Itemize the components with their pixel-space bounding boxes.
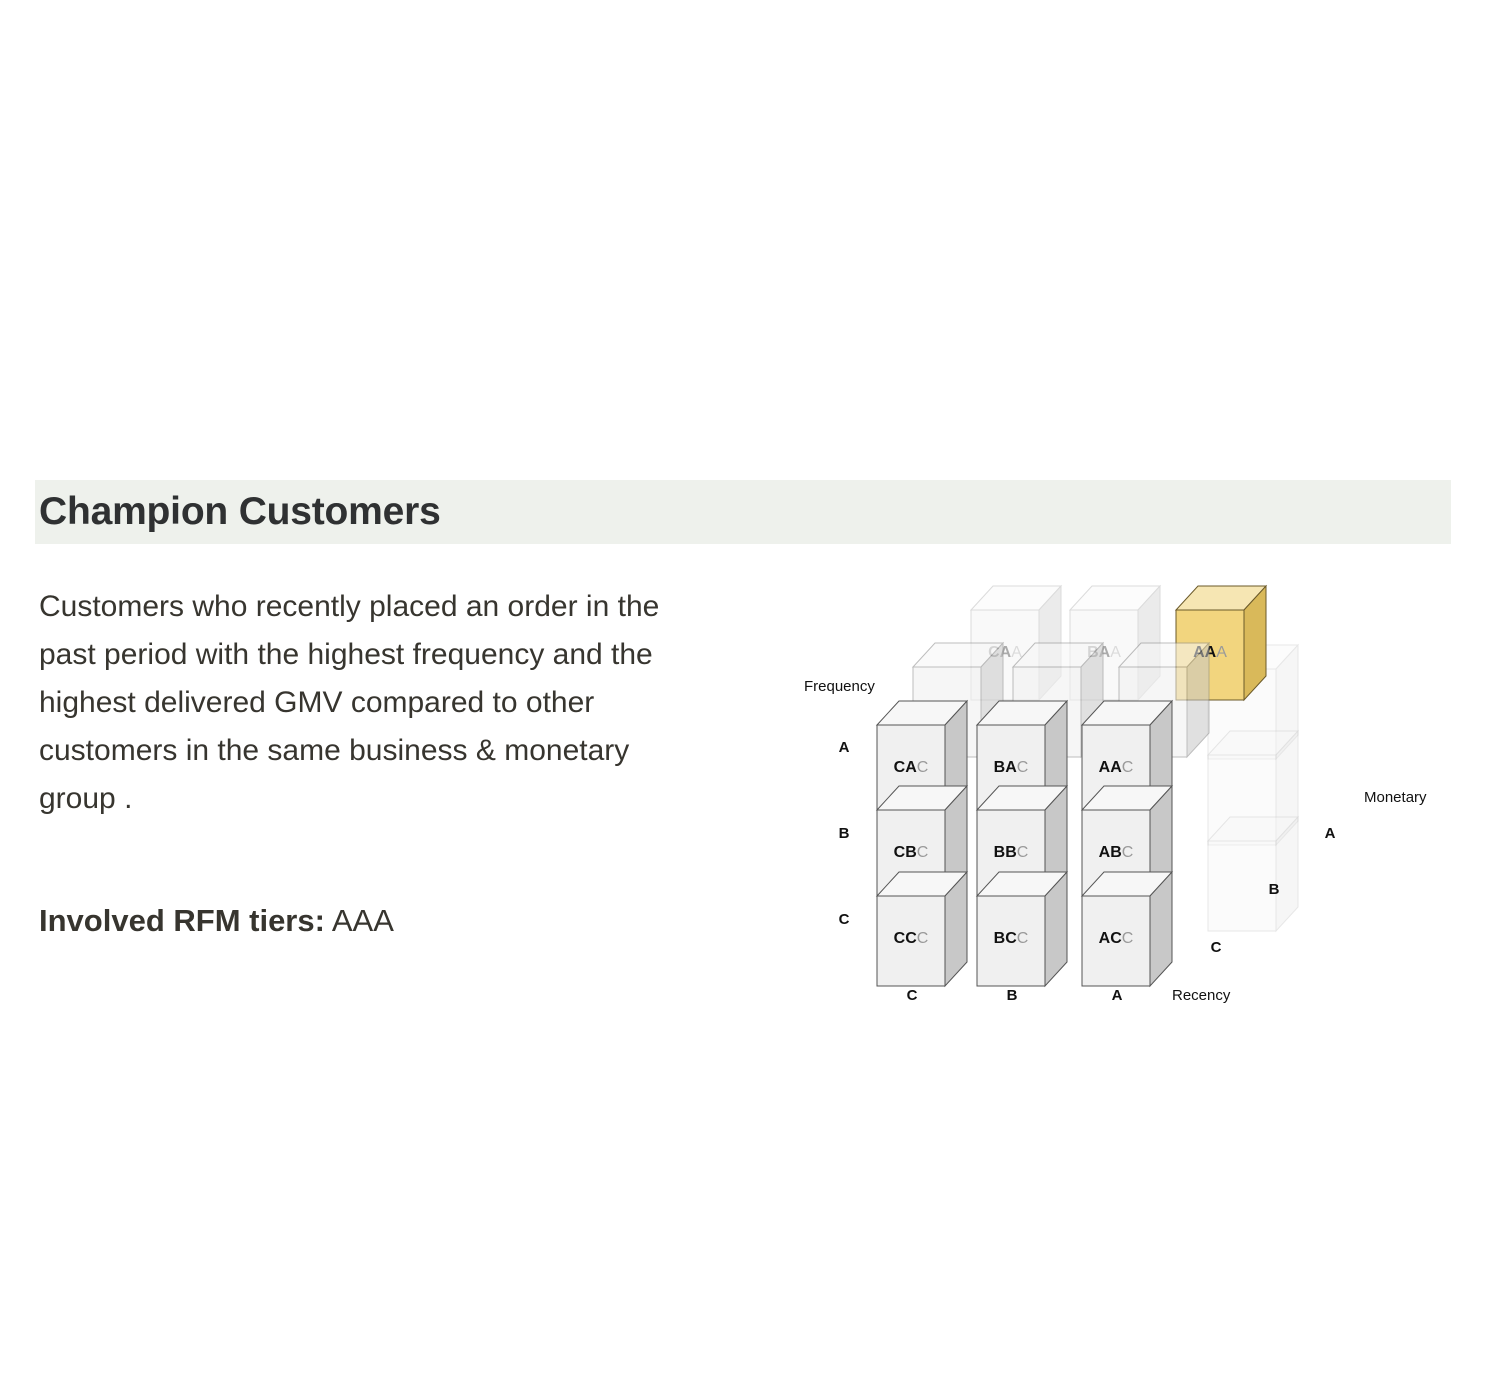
cube-label-main: CC <box>894 930 918 947</box>
cube-top-face <box>1068 585 1162 611</box>
cube-label: CAC <box>894 759 929 776</box>
cube-label: CCC <box>894 930 929 947</box>
cube-label: BCC <box>994 930 1029 947</box>
recency-tick: A <box>1112 987 1123 1004</box>
cube-label-main: BB <box>994 844 1017 861</box>
cube-side-face <box>1275 729 1299 847</box>
cube- <box>1206 815 1300 933</box>
cube-label: ACC <box>1099 930 1134 947</box>
cube-label: BAC <box>994 759 1029 776</box>
monetary-tick: B <box>1269 881 1280 898</box>
frequency-tick: C <box>839 911 850 928</box>
cube-label-monetary: C <box>1122 844 1134 861</box>
cube-label-main: CA <box>894 759 918 776</box>
cube-label-monetary: C <box>917 759 929 776</box>
cube-side-face <box>1275 643 1299 761</box>
cube-label-monetary: C <box>917 844 929 861</box>
recency-tick: B <box>1007 987 1018 1004</box>
recency-tick: C <box>907 987 918 1004</box>
cube-label-monetary: C <box>1017 759 1029 776</box>
cube-front-face <box>1081 895 1151 987</box>
axis-label-recency: Recency <box>1172 987 1231 1004</box>
rfm-cube-svg: CAABAAAAACABBABAABCACBACAACCBCBBCABCCCCB… <box>804 584 1427 1004</box>
cube-label-monetary: C <box>1017 844 1029 861</box>
cube-front-face <box>1207 754 1277 846</box>
rfm-tiers-label: Involved RFM tiers: <box>39 903 325 938</box>
page-title: Champion Customers <box>39 490 441 533</box>
cube-side-face <box>1275 815 1299 933</box>
cube- <box>1206 729 1300 847</box>
cube-acc: ACC <box>1080 870 1174 988</box>
cube-top-face <box>969 585 1063 611</box>
cube-label-monetary: C <box>1017 930 1029 947</box>
cube-bcc: BCC <box>975 870 1069 988</box>
cube-label-monetary: C <box>917 930 929 947</box>
cube-label-main: AA <box>1099 759 1123 776</box>
cube-label-main: AB <box>1099 844 1122 861</box>
section-description: Customers who recently placed an order i… <box>39 590 660 815</box>
cube-ccc: CCC <box>875 870 969 988</box>
cube-label-monetary: C <box>1122 759 1134 776</box>
monetary-tick: C <box>1211 939 1222 956</box>
cube-label: CBC <box>894 844 929 861</box>
rfm-tiers-value: AAA <box>331 903 394 938</box>
cube-front-face <box>1207 840 1277 932</box>
rfm-tiers-line: Involved RFM tiers: AAA <box>39 903 394 939</box>
cube-label-main: BC <box>994 930 1018 947</box>
cube-label-main: CB <box>894 844 917 861</box>
cube-label-monetary: A <box>1011 644 1022 661</box>
cube-label: BBC <box>994 844 1029 861</box>
cube-label-main: BA <box>994 759 1018 776</box>
cube-label-monetary: A <box>1110 644 1121 661</box>
cube-label: AAC <box>1099 759 1134 776</box>
axis-label-monetary: Monetary <box>1364 789 1427 806</box>
cube-front-face <box>976 895 1046 987</box>
cube-label-main: AC <box>1099 930 1123 947</box>
axis-label-frequency: Frequency <box>804 678 875 695</box>
cube-top-face <box>1206 816 1300 842</box>
cube-front-face <box>876 895 946 987</box>
frequency-tick: B <box>839 825 850 842</box>
section-header: Champion Customers <box>35 480 1451 544</box>
frequency-tick: A <box>839 739 850 756</box>
cube-label-monetary: A <box>1216 644 1227 661</box>
cube-label: ABC <box>1099 844 1134 861</box>
cube-top-face <box>1206 730 1300 756</box>
cube-label-monetary: C <box>1122 930 1134 947</box>
rfm-cube-diagram: CAABAAAAACABBABAABCACBACAACCBCBBCABCCCCB… <box>790 572 1450 1022</box>
monetary-tick: A <box>1325 825 1336 842</box>
